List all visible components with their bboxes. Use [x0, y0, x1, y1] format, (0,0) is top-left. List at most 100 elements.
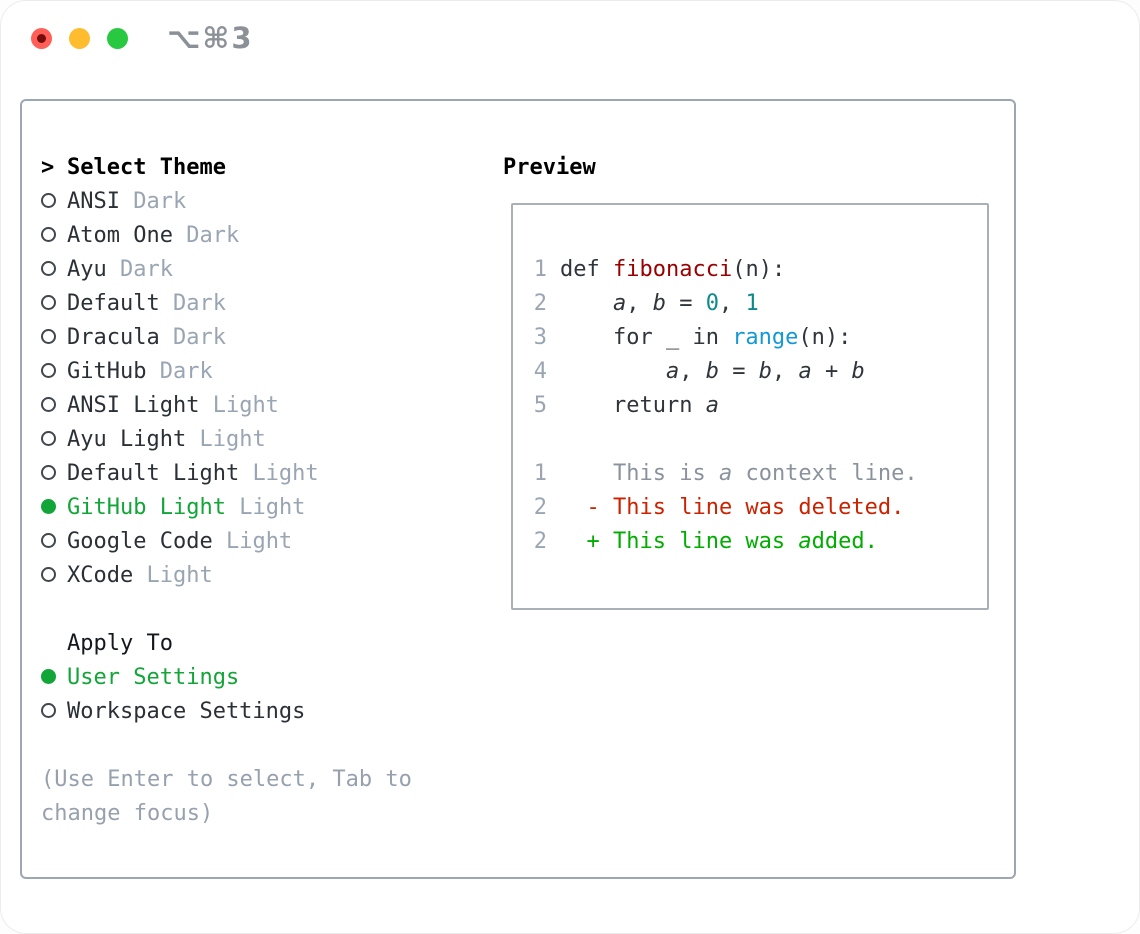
code-token-plain: ,	[679, 359, 706, 384]
zoom-button[interactable]	[107, 28, 128, 49]
line-number: 2	[533, 495, 547, 520]
code-token-added: dded.	[811, 529, 878, 554]
titlebar: ⌥⌘3	[1, 1, 1139, 76]
minimize-button[interactable]	[69, 28, 90, 49]
hint-line-2: change focus)	[41, 801, 214, 826]
close-button[interactable]	[31, 28, 52, 49]
line-number: 2	[533, 529, 547, 554]
unsaved-dot-icon	[37, 34, 46, 43]
theme-list-header: > Select Theme	[41, 151, 501, 185]
spacer	[41, 729, 501, 763]
spacer	[41, 593, 501, 627]
theme-option-dracula[interactable]: Dracula Dark	[41, 321, 501, 355]
code-token-plain	[560, 359, 666, 384]
apply-option-user-settings[interactable]: User Settings	[41, 661, 501, 695]
code-token-variable: a	[705, 393, 719, 418]
theme-option-xcode[interactable]: XCode Light	[41, 559, 501, 593]
code-token-variable: b	[705, 359, 719, 384]
code-token-plain: return	[560, 393, 706, 418]
apply-option-label: Workspace Settings	[67, 699, 306, 724]
theme-option-ayu[interactable]: Ayu Dark	[41, 253, 501, 287]
radio-unselected-icon	[41, 260, 56, 276]
theme-option-ansi[interactable]: ANSI Dark	[41, 185, 501, 219]
theme-option-label: GitHub	[67, 359, 147, 384]
line-number: 1	[533, 461, 547, 486]
radio-unselected-icon	[41, 430, 56, 446]
radio-unselected-icon	[41, 396, 56, 412]
theme-option-label: ANSI Light	[67, 393, 200, 418]
theme-option-label: Ayu	[67, 257, 107, 282]
apply-option-workspace-settings[interactable]: Workspace Settings	[41, 695, 501, 729]
focus-cursor-icon: >	[41, 155, 55, 180]
theme-option-github[interactable]: GitHub Dark	[41, 355, 501, 389]
theme-variant-label: Dark	[159, 359, 213, 384]
theme-option-label: Default Light	[67, 461, 240, 486]
theme-option-label: Google Code	[67, 529, 213, 554]
theme-option-atom-one[interactable]: Atom One Dark	[41, 219, 501, 253]
line-number: 4	[533, 359, 547, 384]
line-number: 3	[533, 325, 547, 350]
theme-option-label: Atom One	[67, 223, 173, 248]
code-token-context-italic: a	[718, 461, 733, 486]
code-token-variable: a	[798, 359, 812, 384]
theme-variant-label: Light	[239, 495, 306, 520]
code-token-function: fibonacci	[612, 257, 733, 282]
code-preview: 1 def fibonacci (n): 2 a, b = 0, 1 3 for _ i…	[513, 253, 987, 559]
theme-variant-label: Light	[252, 461, 319, 486]
theme-option-github-light[interactable]: GitHub Light Light	[41, 491, 501, 525]
line-number: 2	[533, 291, 547, 316]
code-token-plain: for _ in	[560, 325, 733, 350]
code-token-plain: def	[560, 257, 613, 282]
radio-unselected-icon	[41, 702, 56, 718]
theme-option-label: Ayu Light	[67, 427, 187, 452]
code-line: 5 return a	[513, 389, 987, 423]
theme-option-ansi-light[interactable]: ANSI Light Light	[41, 389, 501, 423]
radio-unselected-icon	[41, 566, 56, 582]
code-token-plain: +	[811, 359, 852, 384]
code-token-number: 1	[745, 291, 759, 316]
theme-option-label: ANSI	[67, 189, 120, 214]
code-line: 4 a, b = b, a + b	[513, 355, 987, 389]
theme-list-header-label: Select Theme	[67, 155, 226, 180]
code-token-plain: =	[665, 291, 706, 316]
radio-unselected-icon	[41, 464, 56, 480]
theme-option-label: Dracula	[67, 325, 160, 350]
theme-option-google-code[interactable]: Google Code Light	[41, 525, 501, 559]
code-token-deleted: - This line was deleted.	[560, 495, 905, 520]
theme-variant-label: Dark	[186, 223, 240, 248]
theme-variant-label: Light	[199, 427, 266, 452]
theme-option-label: XCode	[67, 563, 134, 588]
code-line: 2 - This line was deleted.	[513, 491, 987, 525]
radio-selected-icon	[41, 498, 56, 514]
code-token-plain: =	[718, 359, 759, 384]
radio-unselected-icon	[41, 328, 56, 344]
code-token-builtin: range	[732, 325, 799, 350]
code-token-plain: (n):	[798, 325, 852, 350]
code-line: 2 + This line was added.	[513, 525, 987, 559]
code-line: 1 This is a context line.	[513, 457, 987, 491]
preview-box: 1 def fibonacci (n): 2 a, b = 0, 1 3 for _ i…	[511, 203, 989, 610]
window-title: ⌥⌘3	[167, 21, 254, 55]
code-token-context: This is	[560, 461, 719, 486]
theme-option-ayu-light[interactable]: Ayu Light Light	[41, 423, 501, 457]
theme-variant-label: Dark	[172, 325, 226, 350]
theme-variant-label: Light	[212, 393, 279, 418]
radio-unselected-icon	[41, 532, 56, 548]
apply-option-label: User Settings	[67, 665, 240, 690]
line-number: 1	[533, 257, 547, 282]
radio-unselected-icon	[41, 192, 56, 208]
code-token-variable: a	[665, 359, 680, 384]
theme-option-default-light[interactable]: Default Light Light	[41, 457, 501, 491]
code-token-added-italic: a	[798, 529, 812, 554]
theme-option-default[interactable]: Default Dark	[41, 287, 501, 321]
code-token-plain	[560, 291, 613, 316]
radio-unselected-icon	[41, 294, 56, 310]
code-line: 2 a, b = 0, 1	[513, 287, 987, 321]
preview-header: Preview	[503, 155, 596, 180]
code-token-variable: b	[851, 359, 865, 384]
